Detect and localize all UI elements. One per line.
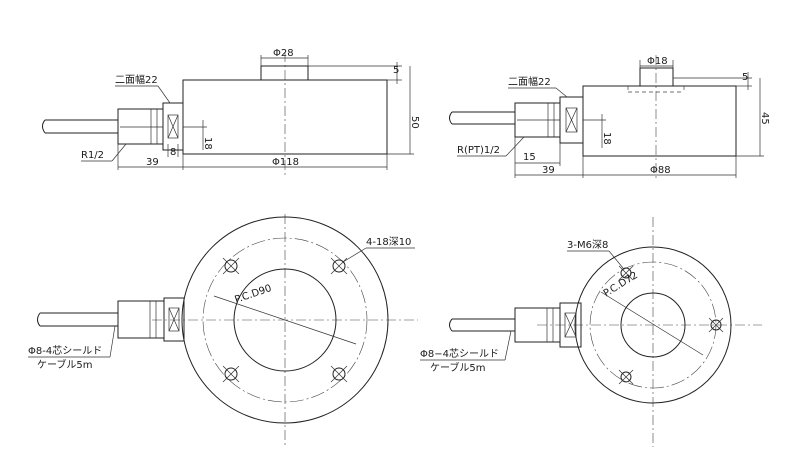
nut-length-dim: 15 (523, 152, 536, 163)
cable-spec-label: Φ8-4芯シールド (28, 344, 102, 357)
wrench-size-label: 二面幅22 (508, 75, 551, 88)
holes-label: 4-18深10 (366, 236, 411, 248)
port-length-dim: 39 (542, 165, 555, 176)
thread-label: R(PT)1/2 (457, 145, 500, 156)
top-boss-diameter: Φ28 (273, 48, 294, 59)
mounting-holes (222, 257, 348, 383)
thread-label: R1/2 (81, 150, 104, 161)
cable-spec-label: Φ8−4芯シールド (420, 347, 499, 360)
port-height-dim: 18 (202, 137, 213, 150)
side-view-right: Φ18 5 45 二面幅22 R(PT)1/2 18 (449, 55, 770, 178)
height-dim: 50 (409, 116, 420, 129)
port-height-dim: 18 (601, 132, 612, 145)
top-step-dim: 5 (393, 65, 399, 76)
body-diameter-dim: Φ118 (272, 157, 299, 168)
side-view-left: Φ28 5 50 二面幅22 R1/2 8 (42, 48, 420, 175)
holes-label: 3-M6深8 (567, 239, 608, 251)
mounting-holes (618, 265, 724, 385)
cable-length-label: ケーブル5m (430, 361, 486, 374)
height-dim: 45 (759, 112, 770, 125)
body-diameter-dim: Φ88 (650, 165, 671, 176)
cable-length-label: ケーブル5m (37, 358, 93, 371)
top-step-dim: 5 (742, 72, 748, 83)
plan-view-left: 4-18深10 P.C.D90 Φ8-4芯シールド ケーブル5m (28, 214, 418, 447)
plan-view-right: 3-M6深8 P.C.D72 Φ8−4芯シールド ケーブル5m (420, 217, 762, 447)
nut-width-dim: 8 (170, 147, 176, 158)
wrench-size-label: 二面幅22 (115, 73, 158, 86)
port-length-dim: 39 (146, 157, 159, 168)
pcd-label: P.C.D90 (233, 283, 273, 306)
top-boss-diameter: Φ18 (647, 56, 668, 67)
